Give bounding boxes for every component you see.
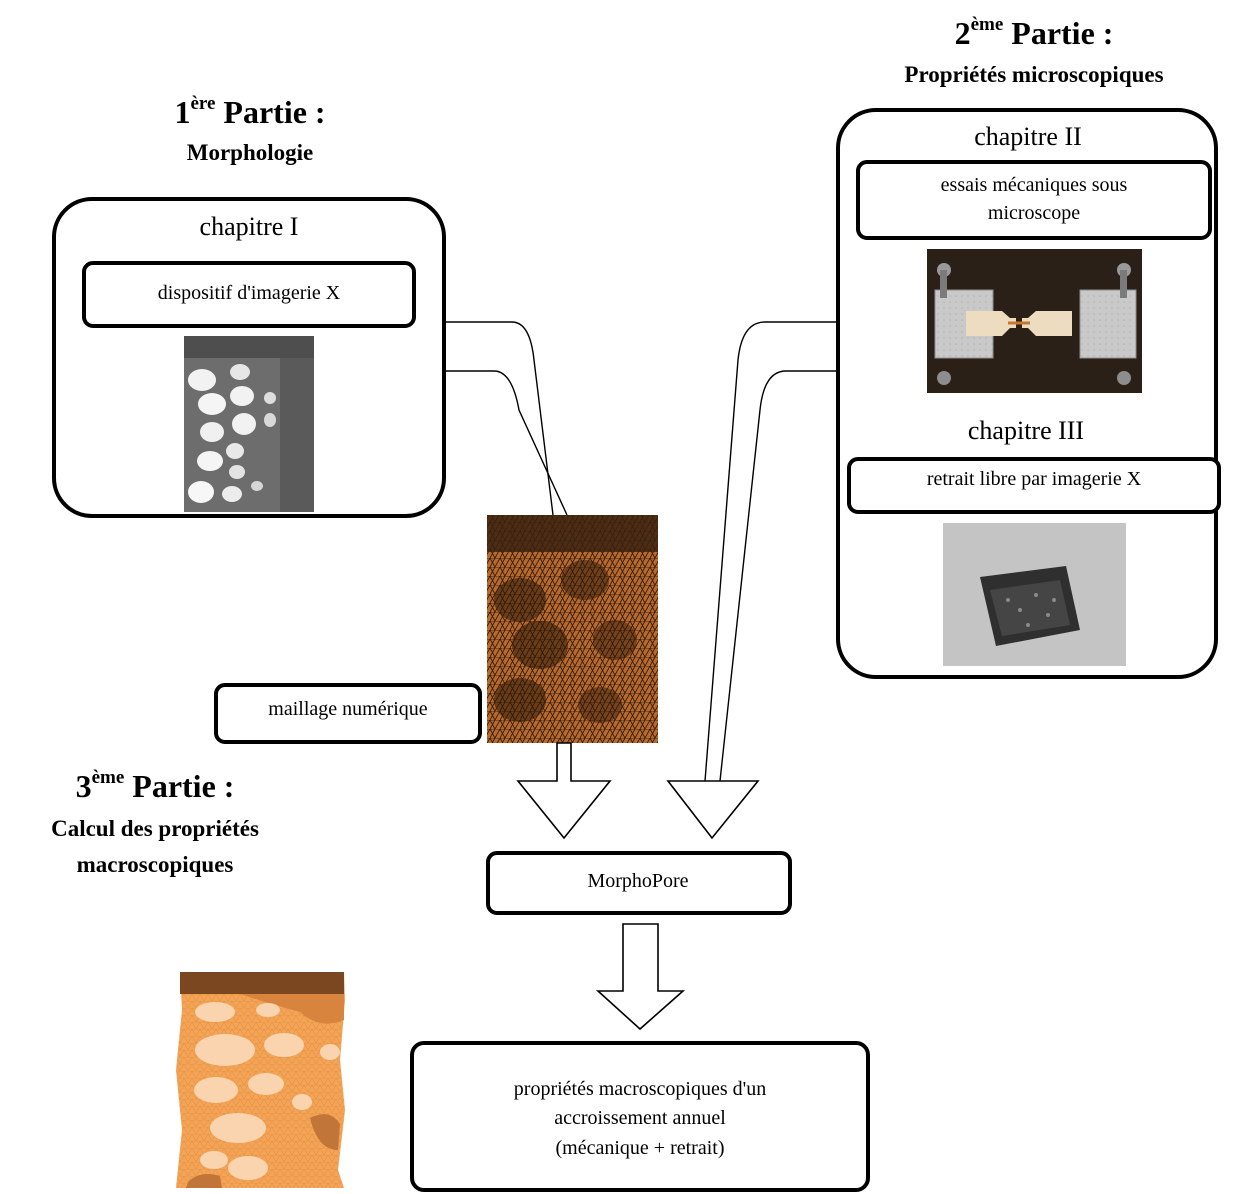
chapter2-label: chapitre II: [974, 122, 1082, 151]
xray-image: [184, 336, 314, 512]
result-line1: propriétés macroscopiques d'un: [514, 1078, 766, 1100]
mesh-label-box: [214, 683, 482, 744]
mesh-image: [487, 515, 658, 743]
chapter2-box: [856, 160, 1212, 240]
chapter1-box: [82, 261, 416, 328]
chapter2-box-line2: microscope: [988, 202, 1080, 224]
part1-subtitle: Morphologie: [187, 140, 314, 165]
svg-text:1ère Partie :: 1ère Partie :: [174, 93, 325, 130]
svg-text:3ème Partie :: 3ème Partie :: [76, 767, 235, 804]
part2-subtitle: Propriétés microscopiques: [904, 62, 1163, 87]
svg-text:2ème Partie :: 2ème Partie :: [955, 14, 1114, 51]
part1-heading: 1ère Partie : Morphologie: [174, 93, 325, 165]
result-line2: accroissement annuel: [554, 1107, 726, 1129]
morphopore-label: MorphoPore: [587, 870, 688, 892]
arrow-chapter2-3-to-morphopore: [666, 780, 760, 840]
part3-heading: 3ème Partie : Calcul des propriétés macr…: [51, 767, 259, 877]
connector-from-chapter1: [444, 321, 568, 516]
result-line3: (mécanique + retrait): [556, 1137, 725, 1159]
chapter3-box: [847, 457, 1221, 514]
arrow-morphopore-to-result: [595, 923, 686, 1031]
morphopore-box: [486, 851, 792, 915]
part3-subtitle-line2: macroscopiques: [77, 852, 234, 877]
part2-heading: 2ème Partie : Propriétés microscopiques: [904, 14, 1163, 87]
shrinkage-xray-image: [943, 523, 1126, 666]
part3-subtitle-line1: Calcul des propriétés: [51, 816, 259, 841]
arrow-mesh-to-morphopore: [516, 742, 612, 840]
chapter1-label: chapitre I: [200, 212, 299, 241]
chapter3-label: chapitre III: [968, 416, 1084, 445]
connector-from-chapter2-3: [666, 321, 838, 840]
mesh-label: maillage numérique: [268, 698, 428, 720]
result-box: [410, 1041, 870, 1192]
chapter3-box-text: retrait libre par imagerie X: [927, 468, 1142, 490]
mechanical-test-photo: [927, 249, 1142, 393]
macroscopic-result-image: [176, 972, 345, 1188]
chapter2-box-line1: essais mécaniques sous: [941, 174, 1128, 196]
chapter1-box-text: dispositif d'imagerie X: [158, 282, 341, 304]
